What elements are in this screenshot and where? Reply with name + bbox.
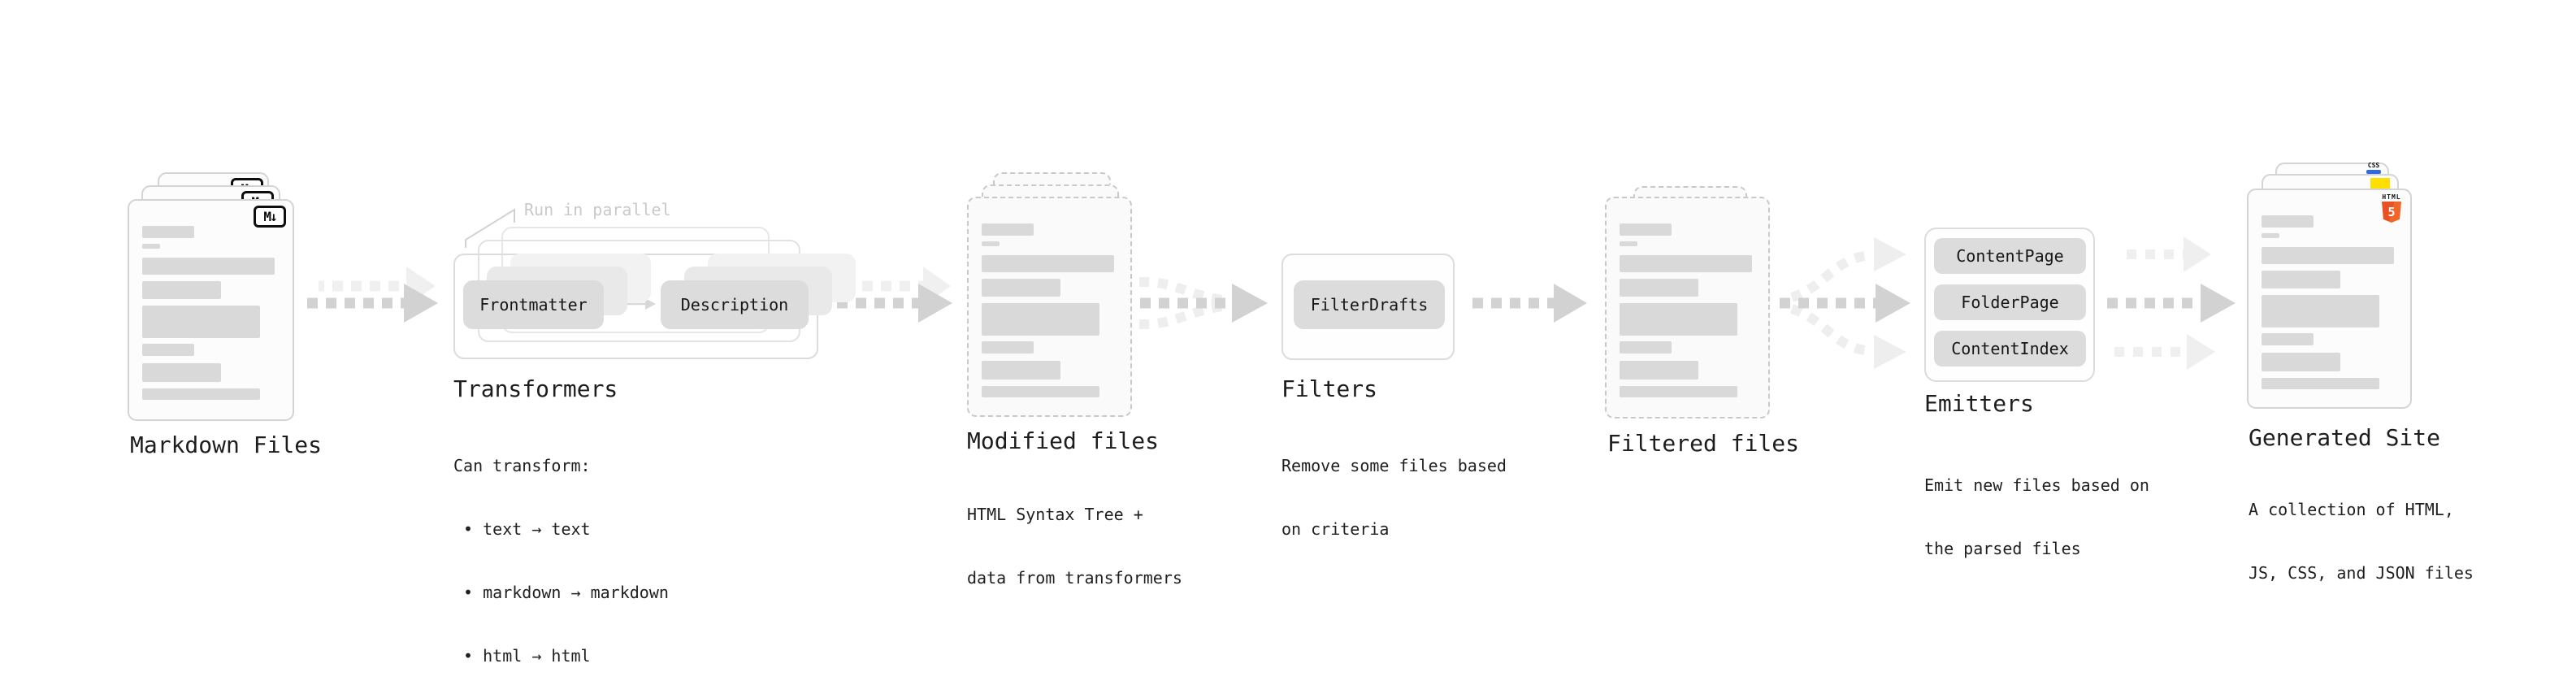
stage-desc-modified-files: HTML Syntax Tree + data from transformer… [967,462,1182,631]
desc-line: • markdown → markdown [453,583,669,602]
placeholder-text-bar [982,241,1000,246]
placeholder-text-bar [142,244,160,249]
modified-file-card-front [967,197,1132,417]
placeholder-text-bar [142,281,221,299]
placeholder-text-bar [1620,386,1737,397]
placeholder-text-bar [142,306,260,338]
transformer-box-frontmatter: Frontmatter [463,280,604,329]
desc-line: the parsed files [1924,539,2081,558]
placeholder-text-bar [982,341,1034,354]
desc-line: Emit new files based on [1924,475,2149,495]
placeholder-text-bar [982,223,1034,236]
placeholder-text-bar [982,279,1060,297]
stage-desc-generated-site: A collection of HTML, JS, CSS, and JSON … [2249,457,2474,626]
filter-box-filterdrafts: FilterDrafts [1294,280,1445,329]
arrow-modified-to-filters [1138,276,1268,330]
stage-title-generated-site: Generated Site [2249,424,2441,451]
placeholder-text-bar [982,303,1099,336]
arrow-filters-to-filtered [1472,284,1587,323]
markdown-icon: M↓ [254,206,286,228]
filtered-file-card-front [1605,197,1770,419]
emitter-box-folderpage: FolderPage [1934,284,2086,320]
arrow-transformers-to-modified [837,267,952,323]
stage-title-filtered-files: Filtered files [1607,430,1800,457]
stage-desc-filters: Remove some files based on criteria [1281,413,1507,582]
placeholder-text-bar [1620,255,1752,272]
placeholder-text-bar [2262,247,2394,264]
desc-line: A collection of HTML, [2249,500,2454,519]
placeholder-text-bar [1620,361,1698,380]
stage-title-filters: Filters [1281,375,1378,402]
stage-desc-emitters: Emit new files based on the parsed files [1924,432,2149,601]
transformer-box-description: Description [661,280,809,329]
placeholder-text-bar [1620,341,1672,354]
stage-title-modified-files: Modified files [967,427,1160,454]
arrow-markdown-to-transformers [307,267,438,323]
placeholder-text-bar [142,363,221,382]
placeholder-text-bar [1620,303,1737,336]
desc-line: Remove some files based [1281,456,1507,475]
placeholder-text-bar [2262,233,2279,238]
emitter-box-contentindex: ContentIndex [1934,331,2086,367]
desc-line: Can transform: [453,456,591,475]
arrow-filtered-to-emitters [1780,237,1910,369]
placeholder-text-bar [142,388,260,400]
stage-title-emitters: Emitters [1924,390,2034,417]
js-file-icon [2370,178,2390,191]
desc-line: • text → text [453,519,591,539]
placeholder-text-bar [1620,223,1672,236]
run-in-parallel-annotation: Run in parallel [524,200,671,219]
placeholder-text-bar [1620,241,1637,246]
stage-desc-transformers: Can transform: • text → text • markdown … [453,413,669,681]
annotation-line [465,208,515,248]
placeholder-text-bar [142,344,194,356]
stage-title-transformers: Transformers [453,375,618,402]
stage-title-markdown-files: Markdown Files [130,432,323,458]
desc-line: JS, CSS, and JSON files [2249,563,2474,583]
markdown-file-card-front: M↓ [128,199,294,421]
placeholder-text-bar [982,255,1114,272]
placeholder-text-bar [2262,295,2379,327]
emitter-box-contentpage: ContentPage [1934,238,2086,274]
placeholder-text-bar [142,258,275,275]
css-file-icon: CSS [2365,163,2383,174]
placeholder-text-bar [2262,215,2314,228]
arrow-emitters-to-generated [2107,236,2236,370]
placeholder-text-bar [2262,353,2340,371]
placeholder-text-bar [2262,271,2340,288]
placeholder-text-bar [2262,378,2379,389]
html5-file-icon: HTML 5 [2381,193,2402,223]
placeholder-text-bar [1620,279,1698,297]
placeholder-text-bar [982,361,1060,380]
placeholder-text-bar [982,386,1099,397]
generated-file-card-front: HTML 5 [2247,189,2412,409]
desc-line: on criteria [1281,519,1390,539]
placeholder-text-bar [2262,333,2314,345]
placeholder-text-bar [142,226,194,238]
desc-line: • html → html [453,646,591,666]
desc-line: HTML Syntax Tree + [967,505,1143,524]
desc-line: data from transformers [967,568,1182,588]
